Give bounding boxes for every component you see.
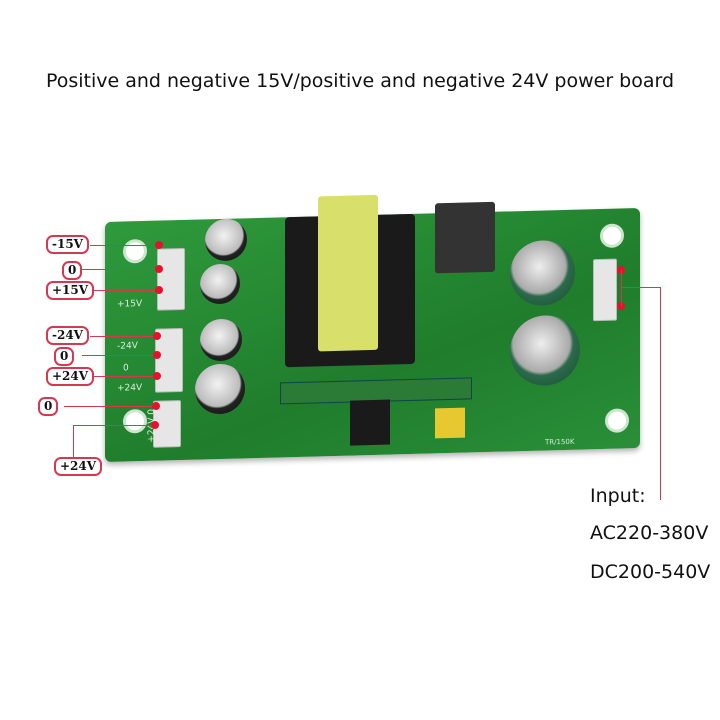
label-neg24v: -24V xyxy=(46,326,89,345)
pin-marker xyxy=(151,421,159,429)
connector-15v xyxy=(157,247,185,311)
leader-line xyxy=(73,425,155,426)
pin-marker xyxy=(155,286,163,294)
leader-line xyxy=(92,290,158,291)
ic-chip xyxy=(350,399,390,446)
leader-line xyxy=(90,245,158,246)
connector-input xyxy=(593,258,617,322)
inductor xyxy=(435,407,465,439)
mounting-hole xyxy=(600,223,624,249)
leader-line xyxy=(92,376,156,377)
mounting-hole xyxy=(605,408,629,433)
pin-marker xyxy=(617,302,625,310)
leader-line xyxy=(82,355,156,356)
leader-line xyxy=(90,336,156,337)
silk-label: +24V xyxy=(117,383,143,394)
mounting-hole xyxy=(123,408,147,434)
label-0v: 0 xyxy=(38,397,59,416)
leader-line xyxy=(82,269,158,270)
silk-label: +15V xyxy=(117,299,143,310)
bulk-capacitor xyxy=(510,239,575,307)
input-ac: AC220-380V xyxy=(590,522,709,544)
page-title: Positive and negative 15V/positive and n… xyxy=(45,70,675,92)
label-0v: 0 xyxy=(62,261,83,280)
leader-line xyxy=(621,287,661,288)
label-0v: 0 xyxy=(54,347,75,366)
silk-label: -24V xyxy=(117,341,138,352)
leader-line xyxy=(64,406,156,407)
label-pos15v: +15V xyxy=(46,281,95,300)
pin-marker xyxy=(153,332,161,340)
leader-line xyxy=(621,270,622,306)
pin-marker xyxy=(155,241,163,249)
silk-label: TR/150K xyxy=(545,437,575,447)
capacitor xyxy=(200,318,242,362)
capacitor xyxy=(195,363,245,415)
mosfet xyxy=(435,201,495,274)
pin-marker xyxy=(153,351,161,359)
capacitor xyxy=(200,263,240,305)
pin-marker xyxy=(155,265,163,273)
label-pos24v: +24V xyxy=(54,457,103,476)
input-dc: DC200-540V xyxy=(590,561,711,583)
pin-marker xyxy=(153,372,161,380)
mounting-hole xyxy=(123,238,147,264)
label-pos24v: +24V xyxy=(46,367,95,386)
input-heading: Input: xyxy=(590,485,646,507)
pin-marker xyxy=(152,402,160,410)
leader-line xyxy=(73,425,74,457)
bulk-capacitor xyxy=(510,314,580,387)
leader-line xyxy=(660,287,661,500)
pcb-board-photo: +15V -24V 0 +24V +24V 0 TR/150K xyxy=(105,194,640,463)
transformer xyxy=(318,194,378,352)
capacitor xyxy=(205,218,247,262)
silk-label: 0 xyxy=(123,363,129,374)
label-neg15v: -15V xyxy=(46,235,89,254)
